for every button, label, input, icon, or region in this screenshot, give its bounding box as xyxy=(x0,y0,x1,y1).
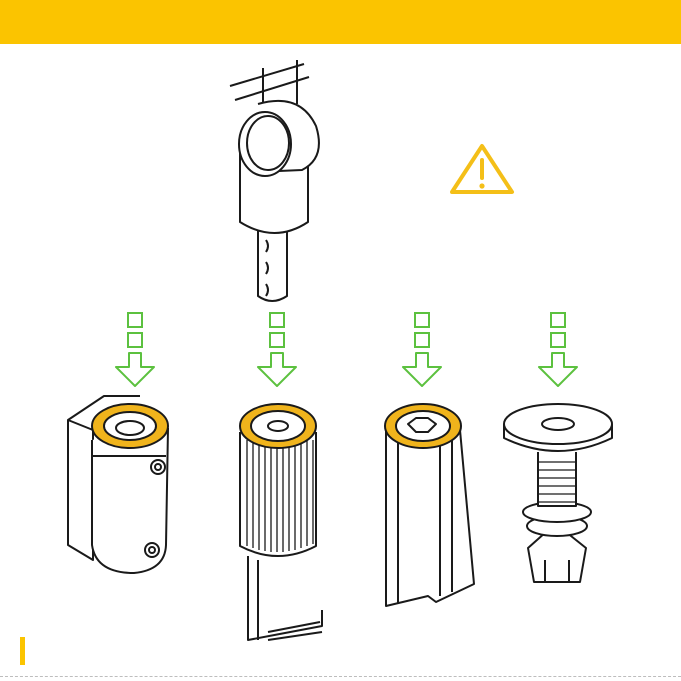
corner-accent-mark xyxy=(20,637,25,665)
down-arrow-icon xyxy=(539,313,577,386)
header-banner xyxy=(0,0,681,44)
cutter-tool-icon xyxy=(230,60,319,301)
dashed-divider xyxy=(0,676,681,677)
shower-handset-icon xyxy=(68,396,168,573)
instruction-diagram xyxy=(0,44,681,681)
threaded-fitting-icon xyxy=(504,404,612,582)
warning-triangle-icon xyxy=(452,146,512,192)
down-arrow-icon xyxy=(258,313,296,386)
down-arrow-icon xyxy=(403,313,441,386)
tube-section-icon xyxy=(385,404,474,606)
pleated-filter-icon xyxy=(240,404,322,640)
down-arrow-icon xyxy=(116,313,154,386)
